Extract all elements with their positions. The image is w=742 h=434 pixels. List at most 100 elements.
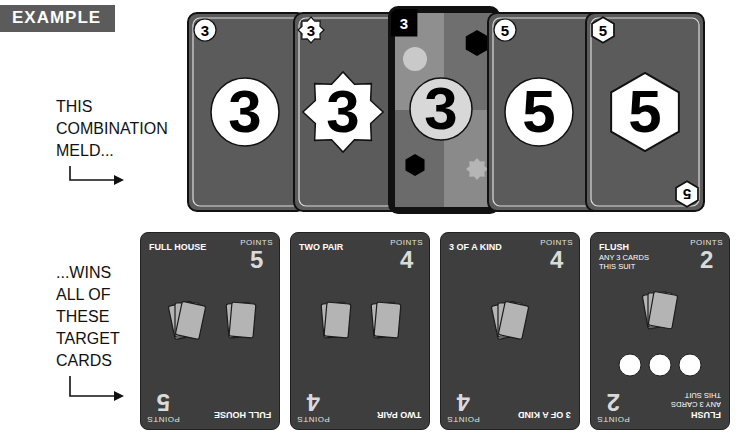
combination-name: FLUSH: [691, 409, 721, 420]
text-group: FULL HOUSE: [214, 409, 271, 420]
card-icon-face: [648, 291, 678, 329]
pattern-hexagon: [405, 154, 424, 176]
points-label: POINTS: [240, 239, 273, 248]
meld-card: 33: [388, 6, 500, 214]
corner-badge: [676, 181, 698, 206]
points-label: POINTS: [147, 414, 180, 423]
text-group: TWO PAIR: [299, 242, 343, 253]
corner-badge: [298, 17, 324, 43]
pointer-arrow: [70, 376, 116, 396]
text-group: TWO PAIR: [377, 409, 421, 420]
suit-slot: [619, 354, 641, 376]
side-caption: ...WINS ALL OF THESE TARGET CARDS: [56, 262, 128, 372]
card-icon-face: [374, 302, 401, 338]
card-number: 5: [628, 82, 661, 142]
text-group: POINTS5: [240, 239, 273, 272]
title-text: EXAMPLE: [12, 9, 101, 28]
target-card: 3 OF A KINDPOINTS4POINTS43 OF A KIND: [440, 232, 580, 430]
combination-rule: ANY 3 CARDS THIS SUIT: [659, 391, 721, 409]
points-label: POINTS: [390, 239, 423, 248]
side-caption: THIS COMBINATION MELD...: [56, 96, 196, 162]
text-group: 3: [400, 16, 408, 31]
card-number: 5: [599, 23, 607, 38]
arrow-head: [114, 175, 124, 185]
text-group: FLUSHANY 3 CARDS THIS SUIT: [659, 391, 721, 420]
corner-badge: [592, 17, 614, 42]
points-value: 4: [307, 390, 320, 414]
card-inner-line: [193, 18, 301, 206]
card-icon: [175, 301, 206, 339]
number-badge: [303, 72, 383, 152]
text-group: POINTS5: [147, 390, 180, 423]
card-icon: [374, 302, 401, 338]
meld-card: 5 5 5: [585, 12, 705, 212]
card-number: 3: [424, 79, 457, 139]
card-icon-face: [175, 301, 206, 339]
text-group: 3: [307, 23, 315, 38]
text-group: POINTS4: [297, 390, 330, 423]
card-number: 3: [228, 82, 261, 142]
suit-slot: [679, 354, 701, 376]
combination-name: FULL HOUSE: [214, 409, 271, 420]
text-group: 3: [424, 79, 457, 139]
points-label: POINTS: [540, 239, 573, 248]
card-number: 5: [683, 187, 691, 202]
combination-name: 3 OF A KIND: [518, 409, 571, 420]
card-icon-face: [229, 302, 256, 338]
text-group: 5: [599, 23, 607, 38]
card-icon-face: [498, 301, 529, 339]
card-inner-line: [591, 18, 699, 206]
target-card: FLUSHANY 3 CARDS THIS SUITPOINTS2POINTS2…: [590, 232, 730, 430]
text-group: 5: [628, 82, 661, 142]
points-value: 5: [157, 390, 170, 414]
points-label: POINTS: [690, 239, 723, 248]
combination-name: TWO PAIR: [377, 409, 421, 420]
points-value: 2: [700, 248, 713, 272]
card-icon-face: [324, 302, 351, 338]
pattern-circle: [403, 47, 427, 71]
text-group: 5: [501, 23, 509, 38]
points-value: 4: [550, 248, 563, 272]
points-label: POINTS: [447, 414, 480, 423]
pattern-star: [466, 158, 488, 180]
card-icon: [498, 301, 529, 339]
combination-name: 3 OF A KIND: [449, 242, 502, 253]
meld-card: 33: [187, 12, 307, 212]
pointer-arrow: [70, 166, 116, 180]
card-number: 3: [201, 23, 209, 38]
card-number: 3: [307, 23, 315, 38]
text-group: POINTS4: [447, 390, 480, 423]
text-group: 3: [201, 23, 209, 38]
text-group: 3: [326, 82, 359, 142]
text-group: 3: [228, 82, 261, 142]
suit-slot: [649, 354, 671, 376]
caption-block: ...WINS ALL OF THESE TARGET CARDS: [56, 262, 128, 372]
points-label: POINTS: [297, 414, 330, 423]
combination-rule: ANY 3 CARDS THIS SUIT: [599, 253, 661, 271]
pattern-hexagon: [466, 30, 489, 56]
text-group: POINTS2: [690, 239, 723, 272]
text-group: POINTS4: [390, 239, 423, 272]
arrow-head: [114, 391, 124, 401]
corner-badge: [391, 9, 417, 37]
text-group: FULL HOUSE: [149, 242, 206, 253]
points-value: 5: [250, 248, 263, 272]
target-card: TWO PAIRPOINTS4POINTS4TWO PAIR: [290, 232, 430, 430]
text-group: 3 OF A KIND: [449, 242, 502, 253]
points-value: 4: [457, 390, 470, 414]
number-badge: [410, 78, 472, 140]
text-group: FLUSHANY 3 CARDS THIS SUIT: [599, 242, 661, 271]
card-icon: [324, 302, 351, 338]
text-group: 5: [522, 82, 555, 142]
points-value: 2: [607, 390, 620, 414]
card-number: 3: [400, 16, 408, 31]
card-number: 5: [501, 23, 509, 38]
card-number: 3: [326, 82, 359, 142]
number-badge: [211, 78, 279, 146]
corner-badge: [194, 19, 216, 41]
text-group: POINTS4: [540, 239, 573, 272]
corner-badge: [494, 19, 516, 41]
card-number: 5: [522, 82, 555, 142]
card-icon: [648, 291, 678, 329]
